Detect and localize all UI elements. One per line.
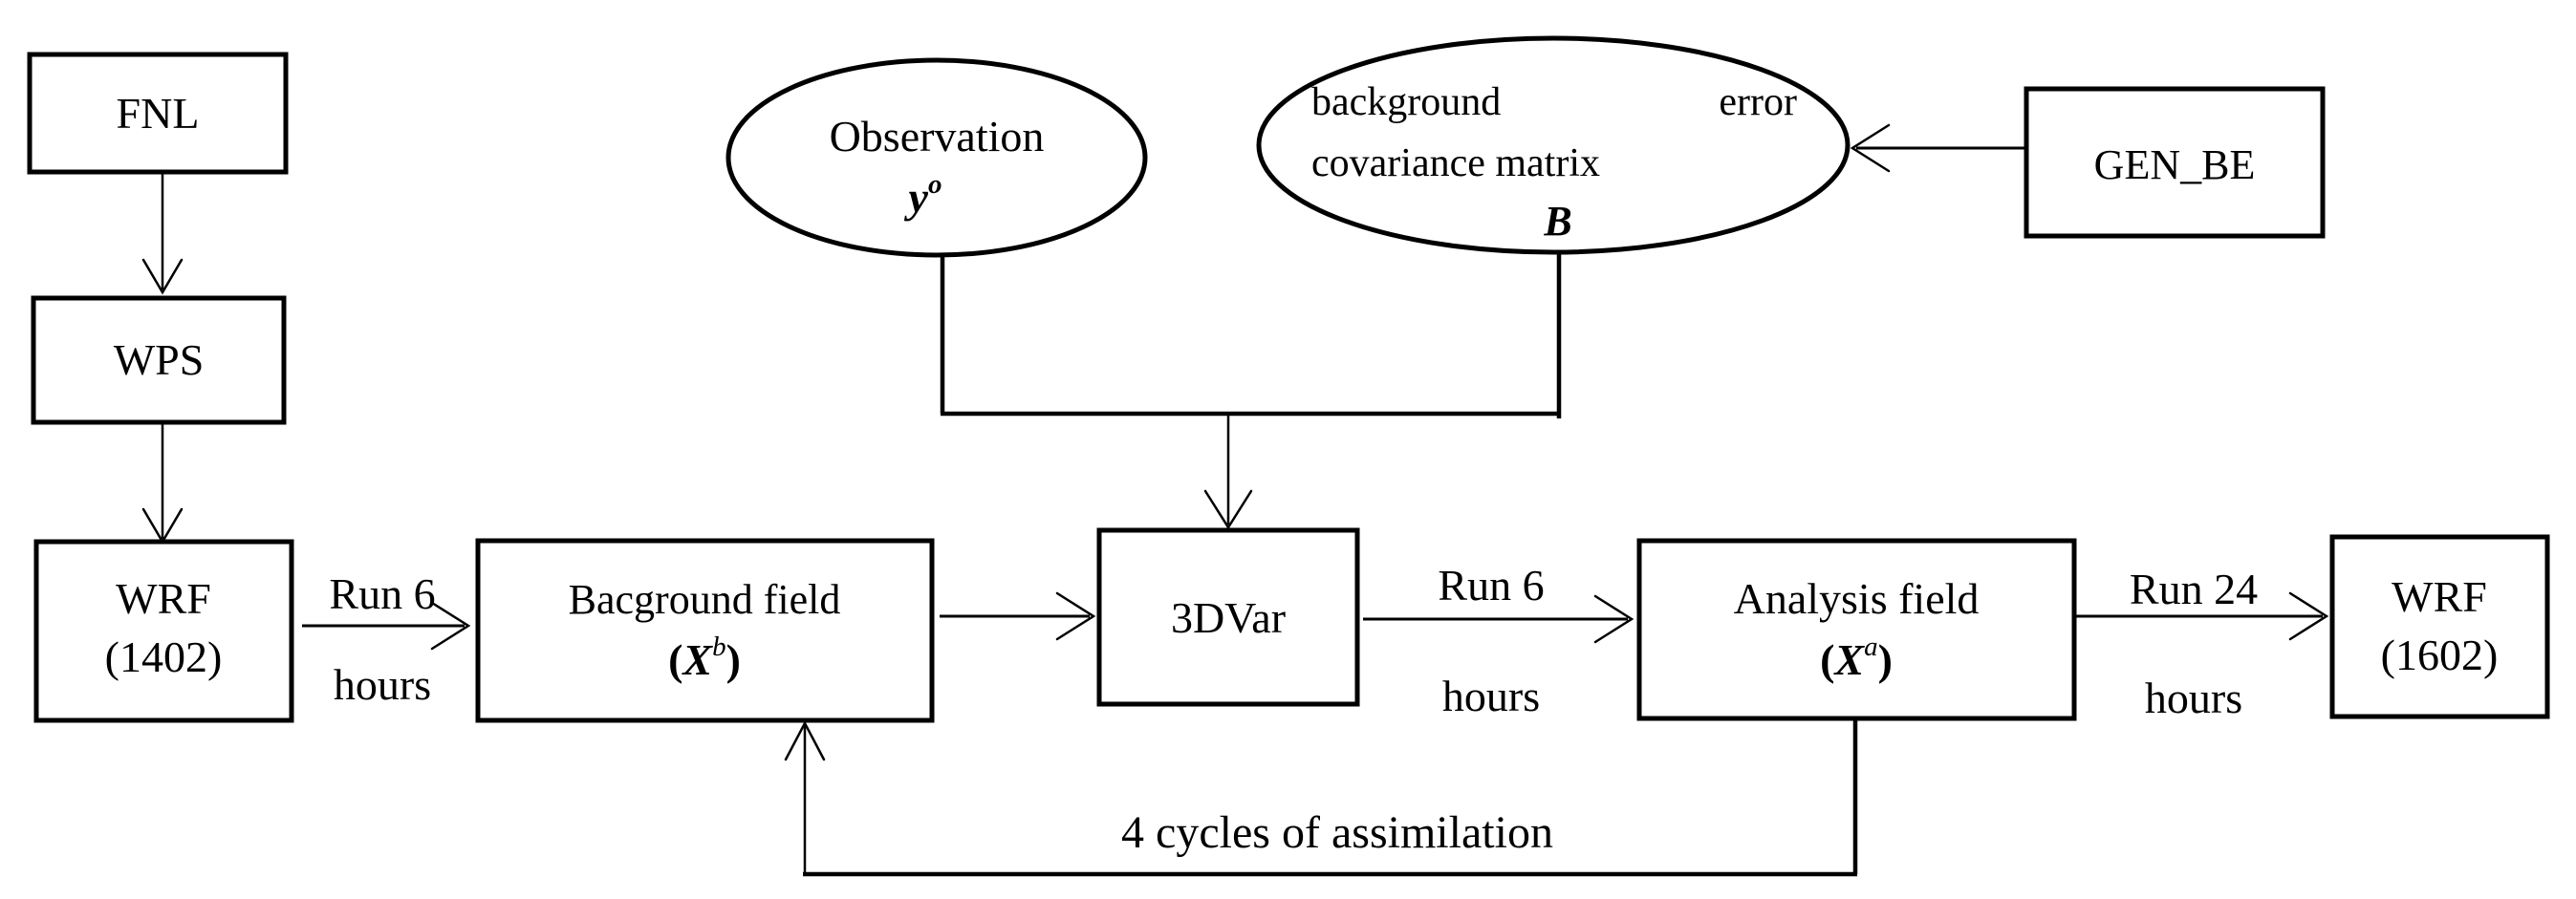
arrowhead-background-3dvar — [1055, 591, 1096, 641]
observation-superscript: o — [928, 169, 942, 200]
fnl-label: FNL — [117, 89, 200, 138]
wrf-1402-name: WRF — [116, 574, 211, 623]
analysis-field-symbol: (Xa) — [1820, 631, 1893, 684]
fnl-box — [27, 52, 289, 175]
wrf-1402-box — [33, 539, 294, 723]
assimilation-loop-label: 4 cycles of assimilation — [1121, 807, 1553, 858]
observation-title: Observation — [830, 112, 1045, 161]
arrowhead-analysis-wrf — [2288, 591, 2329, 641]
gen-be-box — [2024, 86, 2326, 239]
arrowhead-genbe-cov — [1850, 123, 1891, 173]
background-field-open-paren: ( — [668, 635, 682, 684]
analysis-field-open-paren: ( — [1820, 635, 1834, 684]
3dvar-box — [1096, 527, 1360, 707]
gen-be-label: GEN_BE — [2094, 141, 2256, 188]
arrowhead-fnl-wps — [141, 258, 184, 295]
arrowhead-wrf-background — [430, 601, 471, 651]
background-field-x: X — [681, 635, 713, 684]
wps-box — [31, 295, 287, 425]
background-field-title: Bacground field — [569, 576, 841, 623]
background-field-box — [475, 538, 935, 723]
arrowhead-3dvar-analysis — [1593, 594, 1634, 644]
analysis-field-x: X — [1832, 635, 1865, 684]
background-field-superscript: b — [712, 631, 726, 662]
run6b-label-bottom: hours — [1442, 672, 1540, 720]
background-field-symbol: (Xb) — [668, 631, 741, 684]
background-field-close-paren: ) — [726, 635, 741, 684]
3dvar-label: 3DVar — [1171, 593, 1286, 642]
run24-label-top: Run 24 — [2130, 565, 2258, 613]
run6a-label-top: Run 6 — [329, 569, 435, 618]
run6a-label-bottom: hours — [334, 660, 431, 709]
wps-label: WPS — [114, 335, 205, 384]
cov-matrix-symbol: B — [1543, 198, 1571, 245]
wrf-1402-run-id: (1402) — [105, 632, 223, 681]
analysis-field-title: Analysis field — [1734, 574, 1980, 623]
run24-label-bottom: hours — [2145, 674, 2242, 722]
observation-y: y — [904, 173, 929, 222]
cov-matrix-line2: covariance matrix — [1311, 141, 1600, 185]
cov-matrix-word-right: error — [1719, 80, 1797, 124]
arrowhead-loop-background — [784, 720, 826, 761]
cov-matrix-ellipse — [1256, 35, 1851, 255]
observation-symbol: yo — [904, 169, 942, 222]
observation-ellipse — [725, 57, 1148, 258]
arrowhead-merge-3dvar — [1203, 489, 1253, 530]
wrf-1602-box — [2329, 534, 2550, 719]
cov-matrix-word-left: background — [1311, 80, 1501, 124]
analysis-field-box — [1636, 538, 2077, 721]
run6b-label-top: Run 6 — [1438, 561, 1544, 610]
analysis-field-close-paren: ) — [1878, 635, 1893, 684]
wrf-1602-name: WRF — [2392, 572, 2487, 621]
wrf-1602-run-id: (1602) — [2381, 631, 2499, 679]
analysis-field-superscript: a — [1864, 631, 1878, 662]
